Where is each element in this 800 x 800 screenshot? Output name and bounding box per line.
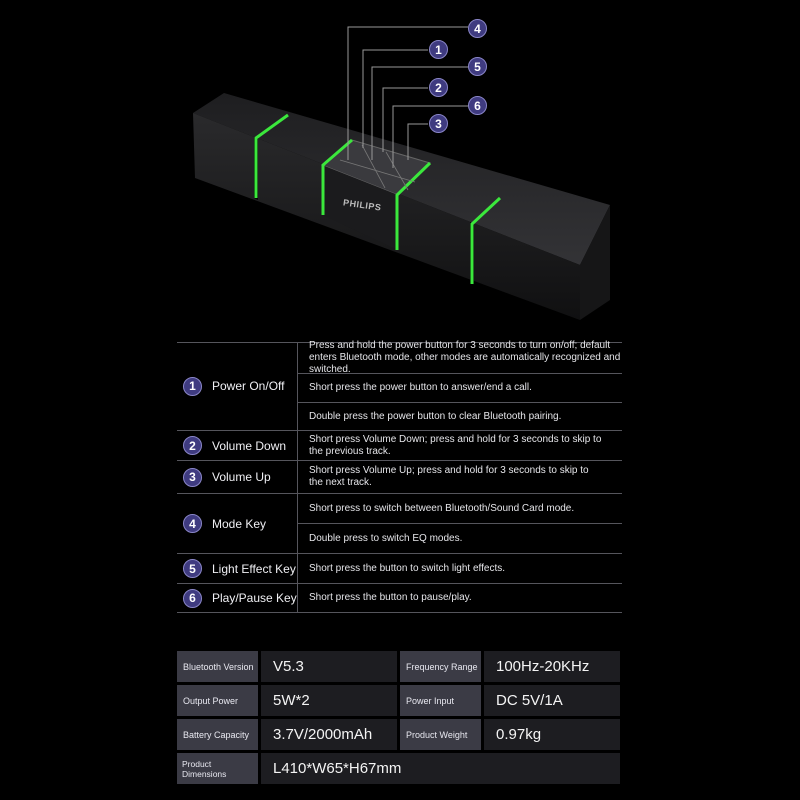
control-name: Volume Up	[212, 470, 271, 484]
control-description: Short press the button to switch light e…	[309, 562, 506, 574]
number-badge: 2	[183, 436, 202, 455]
number-badge: 6	[183, 588, 202, 608]
control-volume-down: 2 Volume Down	[177, 431, 297, 460]
spec-value: DC 5V/1A	[484, 685, 620, 716]
number-badge: 4	[183, 514, 202, 533]
spec-value: 5W*2	[261, 685, 397, 716]
control-light-effect: 5 Light Effect Key	[177, 554, 297, 583]
callout-badge-5: 5	[468, 57, 487, 76]
control-mode: 4 Mode Key	[177, 494, 297, 553]
number-badge: 1	[183, 376, 202, 396]
speaker-illustration	[193, 26, 610, 320]
spec-label: Output Power	[177, 685, 258, 716]
callout-badge-3: 3	[429, 114, 448, 133]
spec-label: Bluetooth Version	[177, 651, 258, 682]
spec-label: Product Dimensions	[177, 753, 258, 784]
spec-label: Battery Capacity	[177, 719, 258, 750]
callout-badge-2: 2	[429, 78, 448, 97]
callout-badge-1: 1	[429, 40, 448, 59]
control-name: Mode Key	[212, 516, 267, 531]
spec-value: 3.7V/2000mAh	[261, 719, 397, 750]
control-description: Short press the power button to answer/e…	[309, 382, 532, 393]
spec-label: Frequency Range	[400, 651, 481, 682]
control-description: Short press to switch between Bluetooth/…	[309, 502, 575, 514]
number-badge: 5	[183, 559, 202, 578]
control-description: Short press Volume Up; press and hold fo…	[309, 465, 589, 488]
control-name: Play/Pause Key	[212, 591, 297, 605]
control-description: Short press the button to pause/play.	[309, 592, 472, 603]
control-description: Double press to switch EQ modes.	[309, 532, 463, 544]
spec-label: Product Weight	[400, 719, 481, 750]
control-description: Press and hold the power button for 3 se…	[309, 340, 621, 375]
control-description: Short press Volume Down; press and hold …	[309, 433, 602, 457]
spec-value: V5.3	[261, 651, 397, 682]
spec-value: L410*W65*H67mm	[261, 753, 620, 784]
column-divider	[297, 342, 298, 613]
control-power: 1 Power On/Off	[177, 342, 297, 430]
spec-value: 0.97kg	[484, 719, 620, 750]
callout-badge-4: 4	[468, 19, 487, 38]
control-play-pause: 6 Play/Pause Key	[177, 584, 297, 612]
control-name: Volume Down	[212, 438, 287, 453]
control-name: Light Effect Key	[212, 561, 296, 576]
spec-label: Power Input	[400, 685, 481, 716]
callout-badge-6: 6	[468, 96, 487, 115]
control-description: Double press the power button to clear B…	[309, 410, 562, 422]
green-light-strips	[254, 113, 502, 284]
control-volume-up: 3 Volume Up	[177, 461, 297, 493]
control-name: Power On/Off	[212, 379, 285, 393]
product-image: PHILIPS 4 1 5 2 6 3	[0, 0, 800, 320]
controls-table: 1 Power On/Off Press and hold the power b…	[177, 340, 622, 613]
spec-value: 100Hz-20KHz	[484, 651, 620, 682]
number-badge: 3	[183, 467, 202, 487]
